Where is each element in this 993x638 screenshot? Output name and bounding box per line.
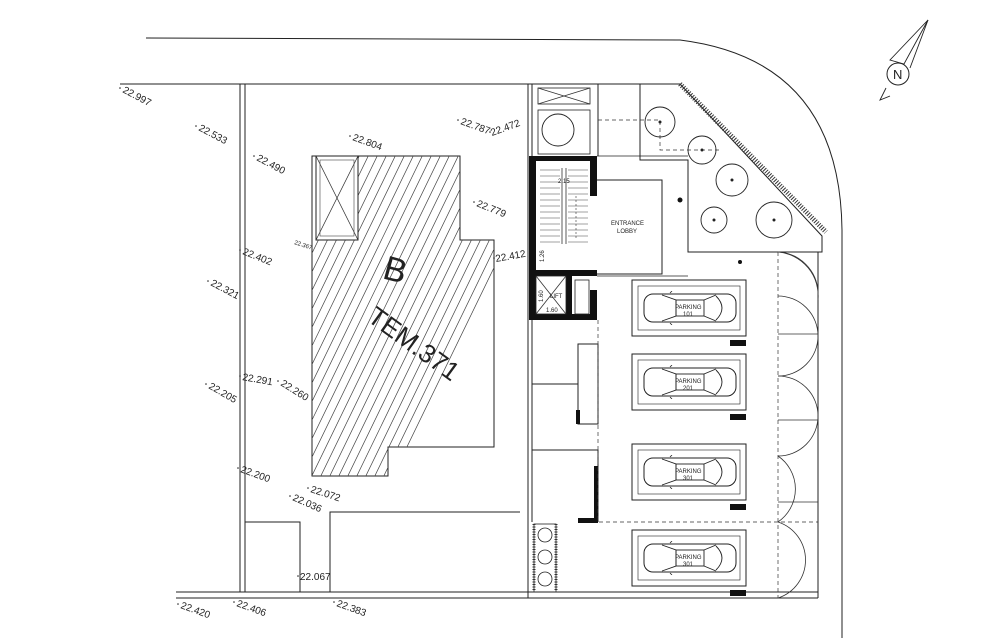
spot-level: 22.200: [239, 464, 272, 485]
entrance-lobby: [597, 179, 663, 275]
parking-bay-outline: [631, 279, 747, 337]
trees: [644, 106, 793, 264]
landscape-area: [639, 83, 823, 253]
small-level: 22.367: [293, 240, 313, 252]
north-label: N: [893, 67, 902, 82]
entrance-label-line2: LOBBY: [617, 229, 637, 235]
spot-level: 22.472: [489, 118, 522, 139]
parking-label: PARKING: [675, 469, 702, 475]
stair-gap-dimension: 1.26: [540, 250, 546, 262]
lift-label: LIFT: [550, 294, 563, 300]
stair-wall-right: [590, 156, 597, 196]
gate-arcs: [777, 251, 819, 599]
lower-middle-plot: [329, 511, 520, 592]
parking-bay-outline: [631, 443, 747, 501]
parking-number: 301: [683, 476, 694, 482]
lift-width-dimension: 1.60: [546, 308, 558, 314]
spot-level: 22.321: [209, 278, 242, 302]
parking-bay-outline: [631, 353, 747, 411]
spot-level: 22.205: [207, 381, 239, 406]
lift-shaft: [535, 275, 567, 315]
parking-label: PARKING: [675, 305, 702, 311]
lift-height-dimension: 1.60: [539, 290, 545, 302]
spot-level: 22.779: [475, 199, 508, 221]
spot-level: 22.490: [255, 153, 288, 177]
building-b-outline: [311, 155, 495, 477]
building-letter: B: [379, 249, 411, 292]
spot-level: 22.412: [495, 249, 527, 265]
road-edge: [145, 37, 843, 638]
parking-number: 301: [683, 562, 694, 568]
storage-rooms: [531, 343, 599, 522]
building-b-hatch: [312, 156, 494, 476]
stair-wall-left: [529, 158, 536, 320]
spot-level: 22.260: [278, 378, 310, 404]
parking-outline: [597, 252, 818, 598]
staircase: [540, 168, 588, 244]
lower-planter: [533, 523, 557, 593]
spot-level: 22.804: [351, 132, 384, 153]
building-name: TEM.371: [362, 301, 465, 387]
spot-level: 22.787: [459, 116, 492, 137]
spot-level: 22.402: [241, 247, 274, 269]
stair-width-dimension: 2.15: [558, 179, 570, 185]
parking-label: PARKING: [675, 555, 702, 561]
spot-level: 22.406: [235, 598, 268, 619]
entrance-label-line1: ENTRANCE: [611, 221, 644, 227]
planter-circle: [541, 113, 575, 147]
spot-level: 22.067: [300, 572, 331, 583]
spot-level: 22.383: [335, 598, 368, 619]
spot-level: 22.420: [179, 600, 212, 621]
parking-number: 101: [683, 312, 694, 318]
hedge-border: [678, 82, 828, 234]
lower-left-plot: [245, 521, 301, 592]
spot-level: 22.533: [197, 123, 230, 147]
spot-level: 22.291: [241, 372, 273, 388]
plant-box: [537, 87, 591, 105]
stair-wall-top: [529, 156, 597, 161]
spot-level: 22.997: [121, 85, 154, 109]
parking-number: 201: [683, 386, 694, 392]
parking-bay-outline: [631, 529, 747, 587]
parking-label: PARKING: [675, 379, 702, 385]
north-arrow: N: [879, 19, 929, 101]
